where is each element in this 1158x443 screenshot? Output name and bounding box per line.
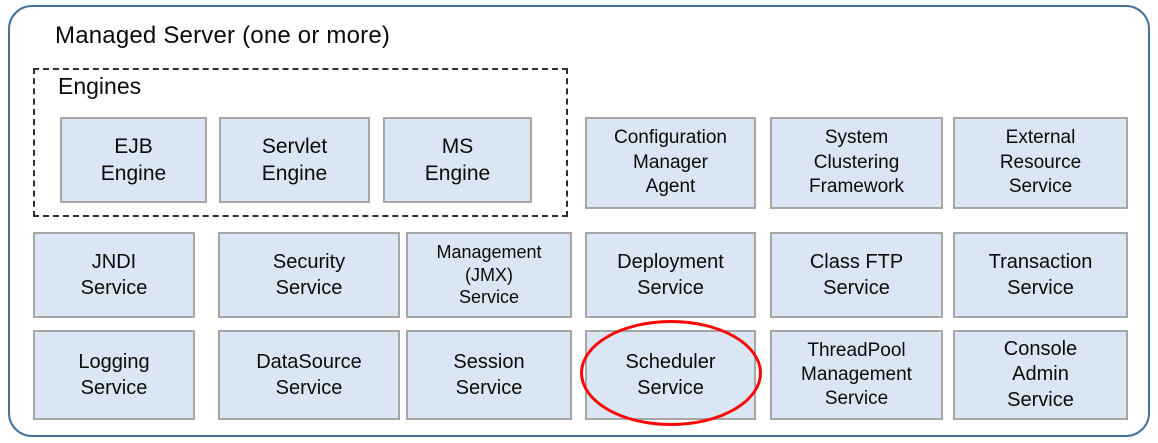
engines-group — [33, 68, 568, 217]
engines-group-label: Engines — [58, 73, 142, 99]
box-console-admin-service: Console Admin Service — [953, 330, 1128, 420]
box-datasource-service: DataSource Service — [218, 330, 400, 420]
box-management-jmx-service: Management (JMX) Service — [406, 232, 572, 318]
diagram-title: Managed Server (one or more) — [55, 22, 391, 49]
box-threadpool-management-service: ThreadPool Management Service — [770, 330, 943, 420]
box-system-clustering-framework: System Clustering Framework — [770, 117, 943, 209]
box-jndi-service: JNDI Service — [33, 232, 195, 318]
box-class-ftp-service: Class FTP Service — [770, 232, 943, 318]
box-transaction-service: Transaction Service — [953, 232, 1128, 318]
box-ejb-engine: EJB Engine — [60, 117, 207, 203]
managed-server-frame — [8, 5, 1150, 437]
box-external-resource-service: External Resource Service — [953, 117, 1128, 209]
box-scheduler-service: Scheduler Service — [585, 330, 756, 420]
box-servlet-engine: Servlet Engine — [219, 117, 370, 203]
box-logging-service: Logging Service — [33, 330, 195, 420]
box-configuration-manager-agent: Configuration Manager Agent — [585, 117, 756, 209]
box-security-service: Security Service — [218, 232, 400, 318]
box-ms-engine: MS Engine — [383, 117, 532, 203]
box-session-service: Session Service — [406, 330, 572, 420]
box-deployment-service: Deployment Service — [585, 232, 756, 318]
